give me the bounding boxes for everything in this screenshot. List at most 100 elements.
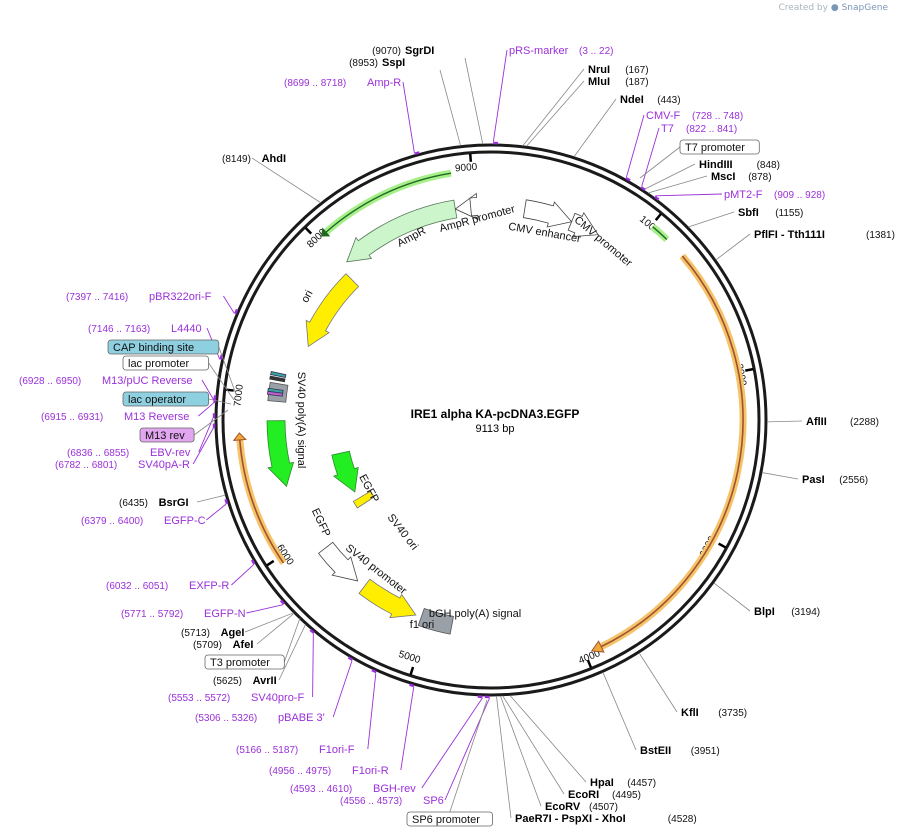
primer-site-mark	[250, 559, 256, 565]
enzyme-aflii[interactable]: AflII(2288)	[806, 416, 879, 428]
enzyme-mlui[interactable]: MluI(187)	[588, 76, 649, 88]
leader-sp6-promoter	[449, 699, 488, 813]
primer-pbr322ori-f[interactable]: (7397 .. 7416)pBR322ori-F	[66, 291, 212, 303]
enzyme-bsrgi[interactable]: (6435)BsrGI	[119, 497, 189, 509]
leader-exfp-r	[231, 564, 254, 586]
leader-ecorv	[500, 695, 542, 807]
primer-egfp-n[interactable]: (5771 .. 5792)EGFP-N	[121, 608, 246, 620]
enzyme-pos: (8953)	[349, 58, 378, 69]
enzyme-ecori[interactable]: EcoRI(4495)	[568, 789, 641, 801]
enzyme-hpai[interactable]: HpaI(4457)	[590, 777, 656, 789]
feature-label-f1-ori-10: f1 ori	[410, 619, 434, 631]
primer-f1ori-f[interactable]: (5166 .. 5187)F1ori-F	[236, 744, 355, 756]
primer-name: Amp-R	[367, 77, 401, 89]
tag-label: CAP binding site	[113, 342, 194, 354]
primer-name: EGFP-N	[204, 608, 246, 620]
enzyme-ecorv[interactable]: EcoRV(4507)	[545, 801, 618, 813]
tag-label: lac operator	[128, 394, 186, 406]
primer-ebv-rev[interactable]: (6836 .. 6855)EBV-rev	[67, 447, 191, 459]
enzyme-hindiii[interactable]: HindIII(848)	[699, 159, 780, 171]
leader-ahdi	[251, 157, 321, 204]
primer-exfp-r[interactable]: (6032 .. 6051)EXFP-R	[106, 580, 229, 592]
enzyme-pos: (6435)	[119, 498, 148, 509]
tag-lac-operator[interactable]: lac operator	[122, 391, 209, 407]
primer-sv40pro-f[interactable]: (5553 .. 5572)SV40pro-F	[168, 692, 304, 704]
enzyme-pos: (878)	[748, 172, 771, 183]
enzyme-avrii[interactable]: (5625)AvrII	[213, 675, 277, 687]
enzyme-afei[interactable]: (5709)AfeI	[193, 639, 253, 651]
primer-f1ori-r[interactable]: (4956 .. 4975)F1ori-R	[269, 765, 389, 777]
enzyme-name: SgrDI	[405, 45, 434, 57]
enzyme-paer7i-pspxi-xhoi[interactable]: PaeR7I - PspXI - XhoI(4528)	[515, 813, 697, 825]
primer-bgh-rev[interactable]: (4593 .. 4610)BGH-rev	[290, 783, 416, 795]
primer-amp-r[interactable]: (8699 .. 8718) Amp-R	[284, 77, 401, 89]
enzyme-sspi[interactable]: (8953) SspI	[349, 57, 405, 69]
leader-hindiii	[643, 163, 696, 191]
primer-m13-puc-reverse[interactable]: (6928 .. 6950)M13/pUC Reverse	[19, 375, 192, 387]
enzyme-pflfi-tth111i[interactable]: PflFI - Tth111I(1381)	[754, 229, 895, 241]
leader-lac-operator	[208, 398, 232, 405]
enzyme-ndei[interactable]: NdeI(443)	[620, 94, 681, 106]
enzyme-msci[interactable]: MscI(878)	[711, 171, 772, 183]
primer-egfp-c[interactable]: (6379 .. 6400)EGFP-C	[81, 515, 206, 527]
credit-brand: SnapGene	[841, 3, 888, 13]
primer-pos: (5166 .. 5187)	[236, 745, 298, 756]
enzyme-ahdi[interactable]: (8149)AhdI	[222, 153, 286, 165]
primer-pos: (6915 .. 6931)	[41, 412, 103, 423]
enzyme-name: EcoRV	[545, 801, 581, 813]
tag-sp6-promoter[interactable]: SP6 promoter	[406, 811, 493, 827]
enzyme-sbfi[interactable]: SbfI(1155)	[738, 207, 803, 219]
enzyme-agei[interactable]: (5713)AgeI	[181, 627, 244, 639]
tag-box	[204, 654, 285, 670]
tag-t7-promoter[interactable]: T7 promoter	[679, 139, 760, 155]
tag-cap-binding-site[interactable]: CAP binding site	[107, 339, 220, 355]
primer-pos: (6836 .. 6855)	[67, 448, 129, 459]
leader-t7-promoter	[639, 146, 681, 179]
enzyme-name: KflI	[681, 707, 699, 719]
primer-sv40pa-r[interactable]: (6782 .. 6801)SV40pA-R	[55, 459, 190, 471]
tag-label: SP6 promoter	[412, 814, 480, 826]
primer-t7[interactable]: T7(822 .. 841)	[661, 123, 737, 135]
tag-m13-rev[interactable]: M13 rev	[139, 427, 195, 443]
enzyme-nrui[interactable]: NruI(167)	[588, 64, 649, 76]
primer-name: SV40pA-R	[138, 459, 190, 471]
enzyme-name: NdeI	[620, 94, 644, 106]
leader-nrui	[522, 68, 585, 147]
enzyme-pos: (3951)	[691, 746, 720, 757]
enzyme-pos: (8149)	[222, 154, 251, 165]
tick-3000	[717, 542, 727, 549]
enzyme-kfli[interactable]: KflI(3735)	[681, 707, 747, 719]
enzyme-name: PasI	[802, 474, 825, 486]
feature-label-ori-4: ori	[299, 288, 315, 304]
primer-prs-marker[interactable]: pRS-marker(3 .. 22)	[509, 45, 613, 57]
feature-f1-ori	[358, 578, 417, 619]
primer-pmt2-f[interactable]: pMT2-F(909 .. 928)	[724, 189, 825, 201]
feature-egfp-2	[331, 450, 359, 493]
leader-sgrdi	[464, 57, 484, 145]
primer-cmv-f[interactable]: CMV-F(728 .. 748)	[646, 110, 743, 122]
primer-pbabe-3[interactable]: (5306 .. 5326)pBABE 3'	[195, 712, 325, 724]
primer-pos: (4556 .. 4573)	[340, 796, 402, 807]
primer-sp6[interactable]: (4556 .. 4573)SP6	[340, 795, 444, 807]
primer-pos: (8699 .. 8718)	[284, 78, 346, 89]
tag-label: M13 rev	[145, 430, 185, 442]
enzyme-pasi[interactable]: PasI(2556)	[802, 474, 868, 486]
enzyme-sgrdi[interactable]: (9070)SgrDI	[372, 45, 434, 57]
tag-t3-promoter[interactable]: T3 promoter	[204, 654, 285, 670]
orf-insert-glow	[599, 253, 747, 650]
enzyme-name: SspI	[382, 57, 405, 69]
feature-egfp-1	[266, 420, 295, 488]
primer-m13-reverse[interactable]: (6915 .. 6931) M13 Reverse	[41, 411, 189, 423]
snapgene-logo-icon: ●	[830, 3, 839, 13]
primer-l4440[interactable]: (7146 .. 7163)L4440	[88, 323, 202, 335]
tag-lac-promoter[interactable]: lac promoter	[122, 355, 209, 371]
feature-cap-bar	[270, 371, 287, 379]
enzyme-blpi[interactable]: BlpI(3194)	[754, 606, 820, 618]
enzyme-bsteii[interactable]: BstEII(3951)	[640, 745, 720, 757]
feature-ampr-promoter	[454, 192, 479, 221]
leader-m13-puc-reverse	[201, 379, 215, 401]
map-title: IRE1 alpha KA-pcDNA3.EGFP	[411, 407, 580, 421]
primer-name: M13 Reverse	[124, 411, 189, 423]
enzyme-name: MluI	[588, 76, 610, 88]
tag-label: T3 promoter	[210, 657, 270, 669]
